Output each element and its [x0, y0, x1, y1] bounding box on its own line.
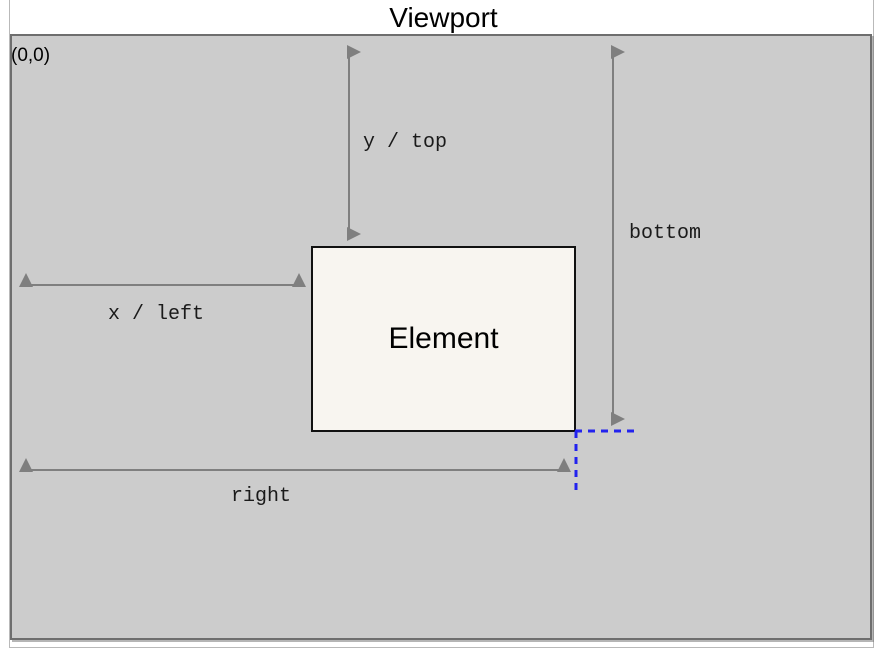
measure-label-right: right: [231, 485, 292, 508]
measure-label-x-left: x / left: [108, 303, 205, 326]
origin-coordinate-label: (0,0): [11, 45, 51, 66]
page-title: Viewport: [389, 2, 498, 33]
element-box-label: Element: [388, 322, 499, 355]
element-box: Element: [311, 246, 576, 432]
outer-frame: [9, 0, 874, 648]
measure-label-y-top: y / top: [363, 131, 448, 154]
measure-label-bottom: bottom: [629, 222, 702, 245]
